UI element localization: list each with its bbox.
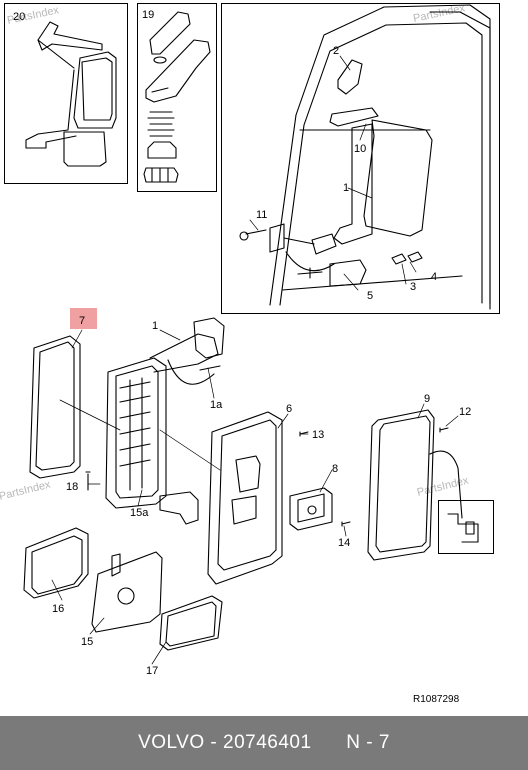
part-1-mirror-housing [105,317,225,525]
leader-lines [51,55,459,665]
cab-door-outline [269,4,491,310]
callout-1-cab: 1 [343,182,349,194]
inset-panel-20 [4,3,128,184]
callout-18: 18 [66,481,78,493]
callout-1a: 1a [210,399,223,411]
callout-10: 10 [354,143,366,155]
footer-brand: VOLVO [138,732,205,753]
highlighted-part-marker [70,308,97,329]
callout-15: 15 [81,636,93,648]
watermark-text: PartsIndex [416,474,470,498]
part-16-cover-plate [23,527,89,599]
watermark-text: PartsIndex [0,478,52,502]
part-20-arm-assembly [25,21,117,167]
callout-6: 6 [286,403,292,415]
exploded-view-diagram: PartsIndex PartsIndex PartsIndex PartsIn… [0,2,491,677]
callout-13: 13 [312,429,324,441]
callout-9: 9 [424,393,430,405]
callout-11: 11 [256,209,267,221]
part-9-mirror-glass [367,409,463,561]
callout-12: 12 [459,406,471,418]
watermarks: PartsIndex PartsIndex PartsIndex PartsIn… [0,2,470,503]
callout-4: 4 [431,271,437,283]
part-15-base-plate [91,551,163,633]
callout-1: 1 [152,320,158,332]
callout-19: 19 [142,9,154,21]
inset-panel-cab [221,3,500,314]
inset-panel-19 [137,3,217,192]
callout-2: 2 [333,45,339,57]
footer-separator: - [204,732,224,753]
callout-14: 14 [338,537,350,549]
part-12-screw [439,427,449,433]
callout-15a: 15a [130,507,149,519]
footer-position: N - 7 [346,732,390,753]
part-14-screw [341,521,351,527]
callout-7: 7 [79,315,85,327]
footer-bar: VOLVO - 20746401 N - 7 [0,716,528,770]
detail-inset-content [447,513,479,543]
part-19-bracket-stack [143,11,211,183]
callout-3: 3 [410,281,416,293]
callout-20: 20 [13,11,25,23]
callout-17: 17 [146,665,158,677]
part-7-cover [29,335,81,479]
part-17-gasket [159,595,223,651]
callout-5: 5 [367,290,373,302]
part-8-motor [289,487,333,531]
footer-part-number: 20746401 [223,732,312,753]
callout-8: 8 [332,463,338,475]
callout-labels: 20 19 2 10 1 11 4 3 5 7 1 1a 6 13 9 12 8… [13,9,471,677]
part-6-mirror-frame [207,411,283,585]
cab-mirror-assembly [239,59,433,287]
part-18-screw [85,471,91,491]
drawing-reference: R1087298 [413,694,460,705]
callout-16: 16 [52,603,64,615]
